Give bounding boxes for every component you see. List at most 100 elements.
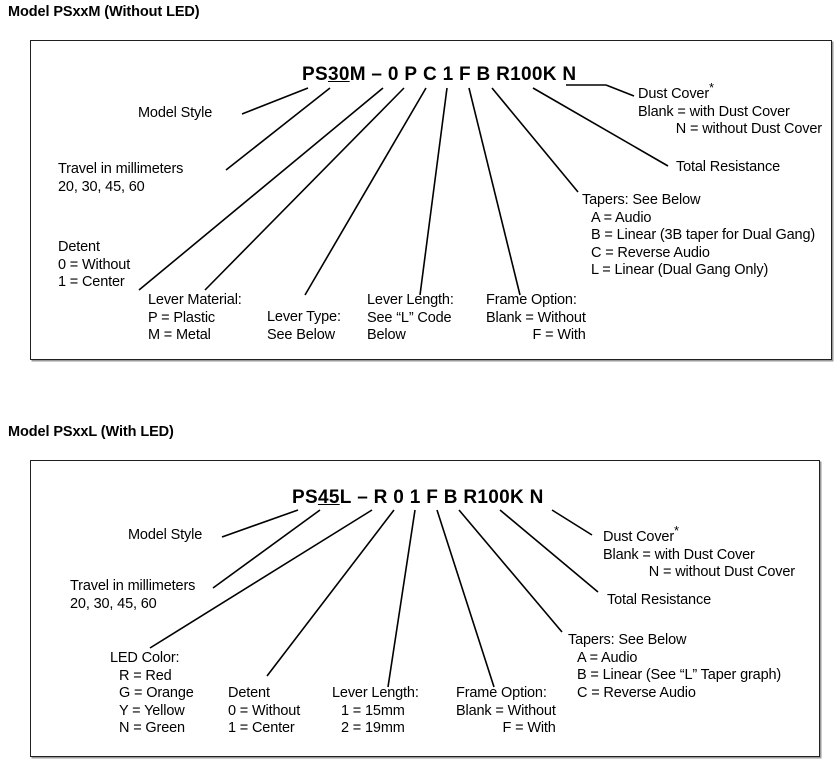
callout-dust-cover-1-title: Dust Cover* — [638, 81, 822, 104]
pn1-dash: – — [371, 64, 383, 85]
pn2-field-dust-cover: N — [529, 487, 544, 508]
dust-cover-footnote-marker-1: * — [709, 80, 714, 96]
pn2-dash: – — [357, 487, 369, 508]
callout-travel-2: Travel in millimeters 20, 30, 45, 60 — [70, 578, 195, 613]
pn1-field-detent: 0 — [387, 64, 399, 85]
pn1-field-taper: B — [476, 64, 491, 85]
callout-detent-1-line-0: 0 = Without — [58, 256, 131, 273]
callout-model-style-1: Model Style — [138, 105, 212, 123]
callout-travel-2-title: Travel in millimeters — [70, 578, 196, 594]
callout-total-resistance-1: Total Resistance — [676, 159, 780, 177]
callout-travel-2-line-0: 20, 30, 45, 60 — [70, 595, 157, 612]
callout-frame-option-2-line-1: F = With — [502, 720, 556, 736]
pn2-field-frame-option: F — [426, 487, 439, 508]
callout-dust-cover-2-line-1: N = without Dust Cover — [648, 564, 795, 580]
callout-lever-material-1-line-0: P = Plastic — [148, 309, 215, 326]
callout-led-color-2-title: LED Color: — [110, 650, 180, 666]
callout-detent-2-line-0: 0 = Without — [228, 702, 301, 719]
callout-travel-1-title: Travel in millimeters — [58, 161, 184, 177]
callout-tapers-2-line-1: B = Linear (See “L” Taper graph) — [577, 667, 782, 683]
pn2-travel: 45 — [317, 487, 340, 508]
diagram-1-heading: Model PSxxM (Without LED) — [8, 4, 200, 20]
callout-lever-material-1-line-1: M = Metal — [148, 327, 211, 343]
callout-lever-length-2-line-1: 2 = 19mm — [341, 720, 405, 736]
callout-tapers-2-line-2: C = Reverse Audio — [577, 684, 696, 701]
callout-detent-1-title: Detent — [58, 239, 100, 255]
pn2-field-lever-length: 1 — [409, 487, 421, 508]
callout-lever-material-1-title: Lever Material: — [148, 292, 242, 308]
callout-detent-1-line-1: 1 = Center — [58, 274, 125, 290]
pn2-suffix: L — [339, 487, 352, 508]
callout-frame-option-2: Frame Option: Blank = Without F = With — [456, 685, 556, 738]
callout-lever-length-2: Lever Length: 1 = 15mm 2 = 19mm — [332, 685, 419, 738]
callout-frame-option-1: Frame Option: Blank = Without F = With — [486, 292, 586, 345]
callout-travel-1-line-0: 20, 30, 45, 60 — [58, 178, 145, 195]
callout-dust-cover-1: Dust Cover* Blank = with Dust Cover N = … — [638, 81, 822, 139]
callout-tapers-1-line-0: A = Audio — [591, 209, 652, 226]
callout-led-color-2-line-2: Y = Yellow — [119, 702, 185, 719]
callout-lever-length-2-title: Lever Length: — [332, 685, 419, 701]
callout-led-color-2-line-0: R = Red — [119, 667, 172, 684]
callout-tapers-1-title: Tapers: See Below — [582, 192, 701, 208]
pn1-field-lever-type: C — [422, 64, 437, 85]
pn2-field-detent: 0 — [393, 487, 405, 508]
pn1-travel: 30 — [327, 64, 350, 85]
pn2-field-taper: B — [443, 487, 458, 508]
callout-tapers-1-line-2: C = Reverse Audio — [591, 244, 710, 261]
callout-tapers-1: Tapers: See Below A = Audio B = Linear (… — [582, 192, 815, 280]
pn1-prefix: PS — [302, 64, 328, 85]
pn2-prefix: PS — [292, 487, 318, 508]
callout-frame-option-1-line-0: Blank = Without — [486, 309, 586, 326]
pn1-field-dust-cover: N — [562, 64, 577, 85]
callout-dust-cover-2-title-text: Dust Cover — [603, 529, 675, 545]
callout-model-style-2: Model Style — [128, 527, 202, 545]
pn1-field-lever-material: P — [404, 64, 418, 85]
callout-model-style-1-title: Model Style — [138, 105, 213, 121]
callout-lever-material-1: Lever Material: P = Plastic M = Metal — [148, 292, 242, 345]
callout-frame-option-2-line-0: Blank = Without — [456, 702, 556, 719]
callout-dust-cover-1-title-text: Dust Cover — [638, 86, 710, 102]
callout-dust-cover-2: Dust Cover* Blank = with Dust Cover N = … — [603, 524, 795, 582]
dust-cover-footnote-marker-2: * — [674, 523, 679, 539]
callout-frame-option-1-line-1: F = With — [532, 327, 586, 343]
callout-detent-2: Detent 0 = Without 1 = Center — [228, 685, 300, 738]
callout-detent-1: Detent 0 = Without 1 = Center — [58, 239, 130, 292]
callout-lever-length-1-title: Lever Length: — [367, 292, 454, 308]
callout-tapers-1-line-3: L = Linear (Dual Gang Only) — [591, 262, 769, 278]
pn2-field-resistance: R100K — [463, 487, 524, 508]
callout-model-style-2-title: Model Style — [128, 527, 203, 543]
callout-tapers-2: Tapers: See Below A = Audio B = Linear (… — [568, 632, 781, 702]
callout-total-resistance-2-title: Total Resistance — [607, 592, 711, 608]
callout-lever-length-1: Lever Length: See “L” Code Below — [367, 292, 454, 345]
callout-tapers-2-title: Tapers: See Below — [568, 632, 687, 648]
pn1-field-lever-length: 1 — [442, 64, 454, 85]
callout-total-resistance-1-title: Total Resistance — [676, 159, 780, 175]
callout-lever-type-1: Lever Type: See Below — [267, 309, 341, 344]
callout-lever-length-1-line-0: See “L” Code — [367, 309, 452, 326]
callout-frame-option-2-title: Frame Option: — [456, 685, 547, 701]
callout-led-color-2: LED Color: R = Red G = Orange Y = Yellow… — [110, 650, 194, 738]
callout-tapers-1-line-1: B = Linear (3B taper for Dual Gang) — [591, 227, 816, 243]
diagram-2-heading: Model PSxxL (With LED) — [8, 424, 174, 440]
diagram-2-part-number: PS45L – R 0 1 F B R100K N — [292, 487, 544, 509]
pn2-field-led-color: R — [373, 487, 388, 508]
pn1-suffix: M — [349, 64, 366, 85]
callout-dust-cover-1-line-1: N = without Dust Cover — [675, 121, 822, 137]
callout-detent-2-line-1: 1 = Center — [228, 720, 295, 736]
callout-total-resistance-2: Total Resistance — [607, 592, 711, 610]
callout-lever-type-1-title: Lever Type: — [267, 309, 341, 325]
callout-detent-2-title: Detent — [228, 685, 270, 701]
pn1-field-resistance: R100K — [496, 64, 557, 85]
callout-led-color-2-line-3: N = Green — [119, 720, 185, 736]
callout-dust-cover-2-title: Dust Cover* — [603, 524, 795, 547]
callout-lever-length-1-line-1: Below — [367, 327, 406, 343]
callout-lever-length-2-line-0: 1 = 15mm — [341, 702, 405, 719]
pn1-field-frame-option: F — [459, 64, 471, 85]
callout-frame-option-1-title: Frame Option: — [486, 292, 577, 308]
diagram-1-part-number: PS30M – 0 P C 1 F B R100K N — [302, 64, 576, 86]
callout-tapers-2-line-0: A = Audio — [577, 649, 638, 666]
callout-dust-cover-2-line-0: Blank = with Dust Cover — [603, 546, 755, 563]
callout-lever-type-1-line-0: See Below — [267, 326, 335, 343]
callout-dust-cover-1-line-0: Blank = with Dust Cover — [638, 103, 790, 120]
callout-led-color-2-line-1: G = Orange — [119, 685, 194, 701]
